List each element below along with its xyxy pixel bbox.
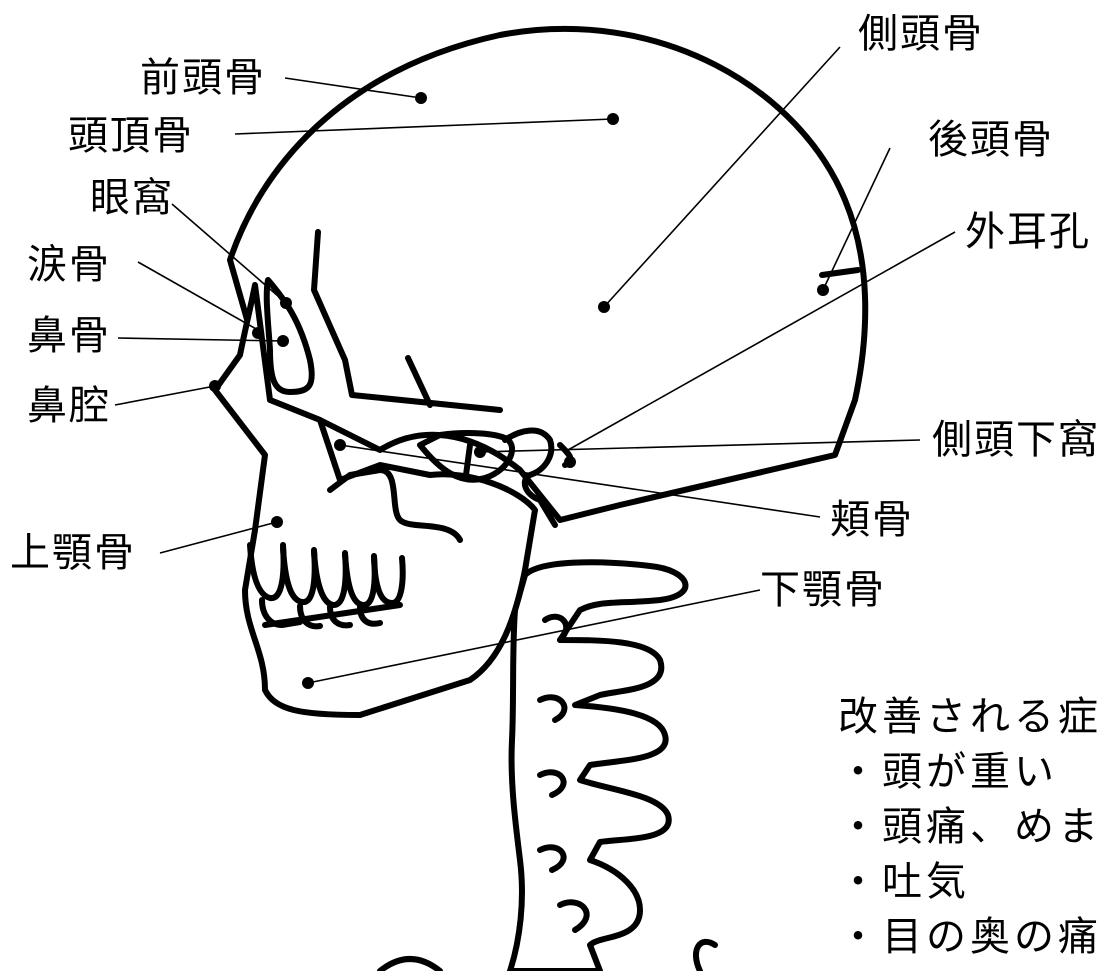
label-nasal-bone: 鼻骨 xyxy=(27,316,111,356)
symptoms-panel: 改善される症 ・頭が重い ・頭痛、めま ・吐気 ・目の奥の痛 xyxy=(838,697,1102,972)
label-zygomatic-bone: 頬骨 xyxy=(830,500,914,540)
label-external-ear-canal: 外耳孔 xyxy=(965,212,1091,252)
label-occipital-bone: 後頭骨 xyxy=(928,120,1054,160)
label-nasal-cavity: 鼻腔 xyxy=(27,386,111,426)
symptom-item: ・頭が重い xyxy=(838,752,1102,807)
label-orbit: 眼窩 xyxy=(90,178,174,218)
symptoms-heading: 改善される症 xyxy=(838,697,1102,752)
label-infratemporal-fossa: 側頭下窩 xyxy=(932,420,1100,460)
symptom-item: ・頭痛、めま xyxy=(838,807,1102,862)
symptoms-list: ・頭が重い ・頭痛、めま ・吐気 ・目の奥の痛 xyxy=(838,752,1102,972)
label-frontal-bone: 前頭骨 xyxy=(140,58,266,98)
label-lacrimal-bone: 涙骨 xyxy=(27,245,111,285)
label-mandible: 下顎骨 xyxy=(760,570,886,610)
symptom-item: ・目の奥の痛 xyxy=(838,917,1102,972)
label-temporal-bone: 側頭骨 xyxy=(858,14,984,54)
label-parietal-bone: 頭頂骨 xyxy=(68,116,194,156)
symptom-item: ・吐気 xyxy=(838,862,1102,917)
label-maxilla: 上顎骨 xyxy=(10,533,136,573)
